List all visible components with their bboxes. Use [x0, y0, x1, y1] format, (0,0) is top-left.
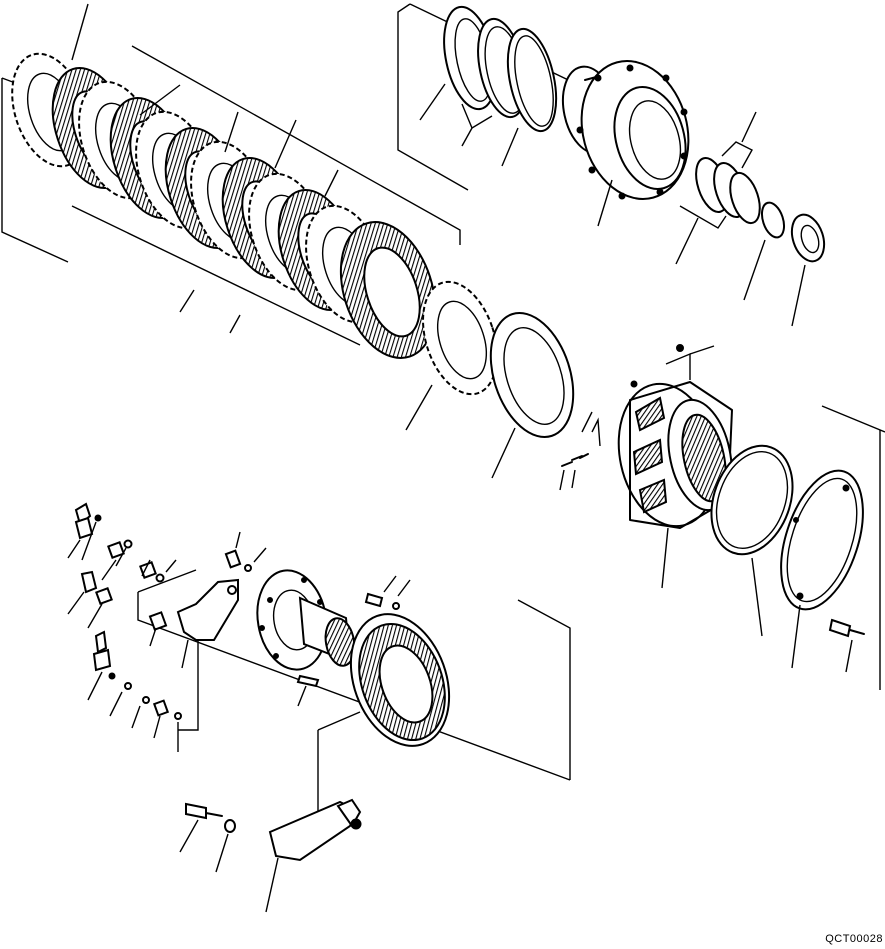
leader-bracket — [665, 352, 691, 380]
stack-bracket-top — [131, 45, 461, 245]
leader-line — [405, 384, 433, 431]
thrust-washer-ring — [489, 312, 575, 479]
leader-line — [109, 691, 123, 717]
bracket-bolt-lower — [179, 802, 236, 873]
leader-line — [179, 289, 195, 313]
leader-line — [661, 527, 669, 589]
elbow-fitting-middle — [67, 570, 113, 629]
planet-carrier-hub — [561, 60, 690, 227]
leader-line — [71, 3, 89, 61]
leader-line — [224, 111, 239, 153]
leader-line — [419, 83, 446, 121]
leader-line — [141, 559, 151, 577]
clutch-plate-stack — [1, 3, 461, 359]
leader-line — [571, 469, 576, 489]
hub-stud — [364, 575, 411, 610]
leader-line — [559, 469, 565, 491]
group-bracket — [821, 405, 885, 433]
leader-line — [149, 627, 157, 647]
leader-line — [461, 127, 473, 147]
wheel-hub — [256, 569, 356, 707]
leader-line — [274, 119, 297, 169]
friction-disc-6 — [339, 221, 437, 359]
leader-line — [491, 427, 516, 479]
leader-bracket — [679, 205, 727, 229]
oil-seal — [790, 213, 826, 327]
brake-drum — [317, 613, 451, 840]
end-separator-plate — [405, 280, 498, 431]
end-cover — [780, 469, 864, 669]
leader-line — [397, 579, 411, 597]
leader-line — [581, 411, 593, 433]
leader-line — [501, 127, 519, 167]
leader-line — [675, 217, 699, 265]
leader-line — [235, 531, 241, 549]
leader-line — [741, 111, 757, 143]
leader-line — [265, 857, 279, 913]
brake-housing-assembly — [559, 344, 885, 690]
leader-line — [297, 685, 307, 707]
bolt-holes — [576, 64, 688, 200]
leader-line — [87, 671, 103, 701]
leader-line — [597, 179, 613, 227]
upper-right-assembly — [397, 3, 826, 327]
leader-line — [229, 314, 241, 334]
bracket-bolt-upper — [224, 531, 267, 572]
stack-bracket-left — [1, 78, 69, 263]
o-ring-small — [743, 201, 786, 301]
group-bracket — [137, 569, 197, 593]
leader-line — [87, 603, 103, 629]
seal-pair — [675, 111, 761, 265]
lower-assembly — [67, 502, 571, 913]
leader-line — [67, 539, 81, 559]
elbow-fitting-upper — [67, 502, 94, 559]
leader-line — [751, 557, 763, 637]
connector-nipples-upper — [81, 514, 177, 583]
leader-bracket — [721, 141, 753, 169]
stack-bracket-bottom — [71, 205, 361, 346]
group-bracket — [397, 3, 469, 191]
group-bracket — [517, 599, 571, 780]
leader-line — [181, 639, 189, 669]
leader-line — [179, 819, 199, 853]
leader-bracket — [317, 711, 361, 731]
leader-bracket — [591, 417, 601, 447]
leader-line — [165, 559, 177, 573]
housing-gasket — [710, 444, 794, 637]
leader-line — [324, 169, 339, 197]
leader-line — [81, 521, 97, 561]
mounting-bracket — [148, 578, 239, 669]
leader-line — [139, 84, 181, 116]
elbow-fitting-lower — [87, 630, 182, 752]
leader-line — [253, 547, 267, 563]
leader-line — [743, 239, 766, 301]
leader-line — [215, 833, 229, 873]
leader-line — [153, 715, 161, 739]
o-ring-large — [506, 27, 558, 133]
leader-line — [689, 345, 715, 355]
leader-line — [67, 591, 85, 615]
leader-line — [115, 547, 127, 567]
breather-fittings — [559, 344, 715, 491]
leader-line — [845, 639, 853, 673]
leader-line — [791, 264, 806, 327]
lower-support-bracket — [265, 798, 362, 913]
leader-line — [383, 575, 397, 593]
cover-bolt — [828, 618, 865, 673]
drawing-reference-code: QCT00028 — [825, 933, 883, 945]
leader-line — [101, 559, 117, 581]
group-bracket — [178, 640, 199, 731]
leader-line — [131, 705, 141, 729]
brake-housing — [617, 381, 733, 589]
leader-line — [791, 604, 801, 669]
